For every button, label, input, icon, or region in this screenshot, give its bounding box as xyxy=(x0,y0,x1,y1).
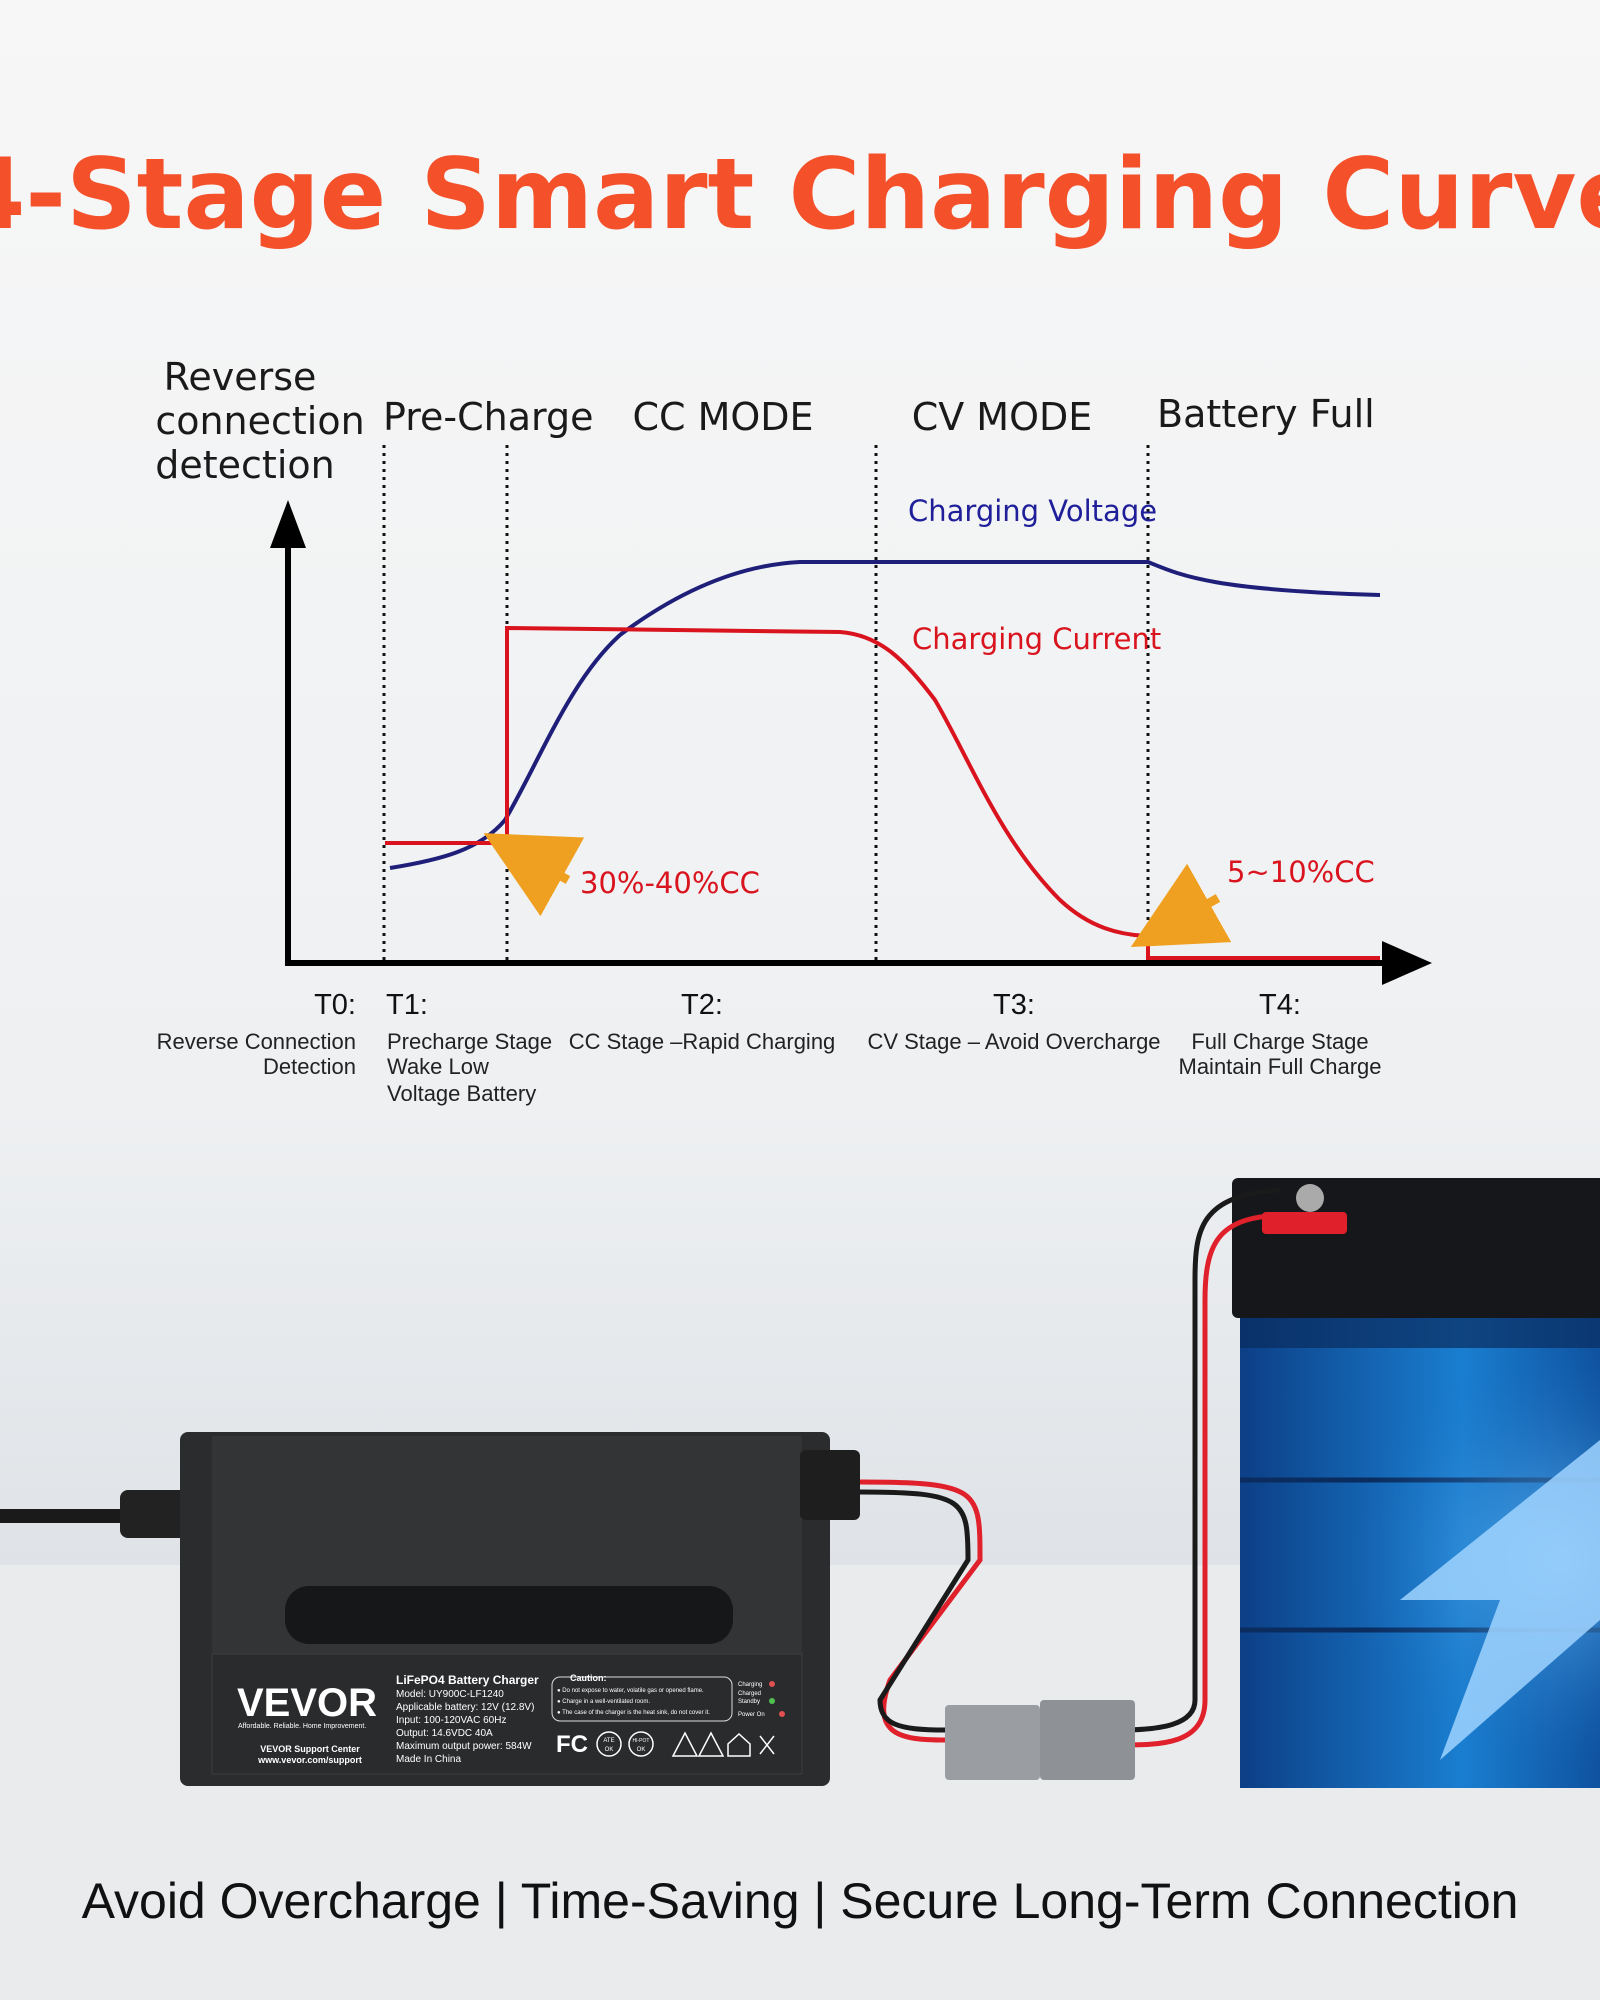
t0: T0: xyxy=(314,989,356,1021)
charger-image: VEVOR Affordable. Reliable. Home Improve… xyxy=(180,1432,860,1786)
stage-labels: Reverse connection detection Pre-Charge … xyxy=(155,355,1374,487)
support-label: VEVOR Support Center xyxy=(260,1744,360,1754)
plug xyxy=(120,1490,190,1538)
led-icon xyxy=(769,1681,775,1687)
hipot-ok: OK xyxy=(637,1747,646,1753)
spec: Output: 14.6VDC 40A xyxy=(396,1728,493,1739)
red-cable xyxy=(859,1479,983,1743)
current-label: Charging Current xyxy=(912,622,1161,656)
stage-reverse-3: detection xyxy=(155,443,334,487)
spec: Maximum output power: 584W xyxy=(396,1741,532,1752)
hipot-icon xyxy=(628,1731,654,1757)
current-curve xyxy=(385,625,1380,960)
t0-desc: Detection xyxy=(263,1054,356,1079)
tagline: Avoid Overcharge | Time-Saving | Secure … xyxy=(82,1873,1519,1929)
led-label: Power On xyxy=(738,1712,765,1718)
ate-text: ATE xyxy=(603,1738,614,1744)
black-cable xyxy=(1119,1187,1281,1733)
t0-desc: Reverse Connection xyxy=(157,1029,356,1054)
high-voltage-icon xyxy=(697,1731,725,1757)
stage-reverse-1: Reverse xyxy=(164,355,317,399)
support-url: www.vevor.com/support xyxy=(257,1755,362,1765)
handle xyxy=(285,1586,733,1644)
arrow-icon xyxy=(1130,863,1232,948)
timeline: T0: Reverse Connection Detection T1: Pre… xyxy=(157,989,1382,1106)
y-axis-arrow xyxy=(270,500,306,548)
led-label: Charged xyxy=(738,1691,761,1697)
precharge-note: 30%-40%CC xyxy=(580,866,760,900)
stage-precharge: Pre-Charge xyxy=(383,395,593,439)
stage-cv: CV MODE xyxy=(912,395,1093,439)
slogan: Affordable. Reliable. Home Improvement. xyxy=(238,1723,366,1730)
t1-desc: Voltage Battery xyxy=(387,1081,536,1106)
hipot-text: HI-POT xyxy=(633,1738,650,1744)
t4-desc: Full Charge Stage xyxy=(1191,1029,1368,1054)
voltage-label: Charging Voltage xyxy=(908,494,1157,528)
indoor-use-icon xyxy=(727,1732,751,1757)
caution-title: Caution: xyxy=(570,1673,607,1683)
battery-image xyxy=(1232,1178,1600,1788)
arrow-icon xyxy=(483,833,585,917)
lightning-icon xyxy=(1400,1440,1600,1760)
fcc-mark: FC xyxy=(556,1731,588,1758)
t4-desc: Maintain Full Charge xyxy=(1179,1054,1382,1079)
caution: ● Charge in a well-ventilated room. xyxy=(557,1699,650,1705)
spec: Model: UY900C-LF1240 xyxy=(396,1689,504,1700)
full-note: 5~10%CC xyxy=(1227,855,1375,889)
led-icon xyxy=(769,1698,775,1704)
spec: LiFePO4 Battery Charger xyxy=(396,1673,539,1687)
t1: T1: xyxy=(386,989,428,1021)
ate-icon xyxy=(596,1731,622,1757)
spec: Made In China xyxy=(396,1754,461,1765)
black-cable xyxy=(859,1489,971,1733)
t4: T4: xyxy=(1259,989,1301,1021)
led-label: Standby xyxy=(738,1699,760,1705)
t1-desc: Precharge Stage xyxy=(387,1029,552,1054)
spec: Input: 100-120VAC 60Hz xyxy=(396,1715,506,1726)
stage-cc: CC MODE xyxy=(632,395,813,439)
t3: T3: xyxy=(993,989,1035,1021)
warning-icon xyxy=(671,1731,699,1757)
t3-desc: CV Stage – Avoid Overcharge xyxy=(867,1029,1160,1054)
caution: ● Do not expose to water, volatile gas o… xyxy=(557,1688,704,1694)
stage-reverse-2: connection xyxy=(155,399,364,443)
t2: T2: xyxy=(681,989,723,1021)
stage-full: Battery Full xyxy=(1157,392,1375,436)
axes xyxy=(270,500,1432,985)
spec: Applicable battery: 12V (12.8V) xyxy=(396,1702,534,1713)
voltage-curve xyxy=(389,560,1381,870)
led-icon xyxy=(779,1711,785,1717)
brand-logo: VEVOR xyxy=(237,1681,377,1725)
anderson-connector xyxy=(945,1700,1135,1780)
x-axis-arrow xyxy=(1382,941,1432,985)
t2-desc: CC Stage –Rapid Charging xyxy=(569,1029,836,1054)
red-cable xyxy=(1119,1212,1291,1748)
t1-desc: Wake Low xyxy=(387,1054,489,1079)
led-label: Charging xyxy=(738,1682,762,1688)
ate-ok: OK xyxy=(605,1747,614,1753)
caution: ● The case of the charger is the heat si… xyxy=(557,1710,710,1716)
page-title: 4-Stage Smart Charging Curve xyxy=(0,138,1600,252)
weee-bin-icon xyxy=(759,1735,775,1755)
